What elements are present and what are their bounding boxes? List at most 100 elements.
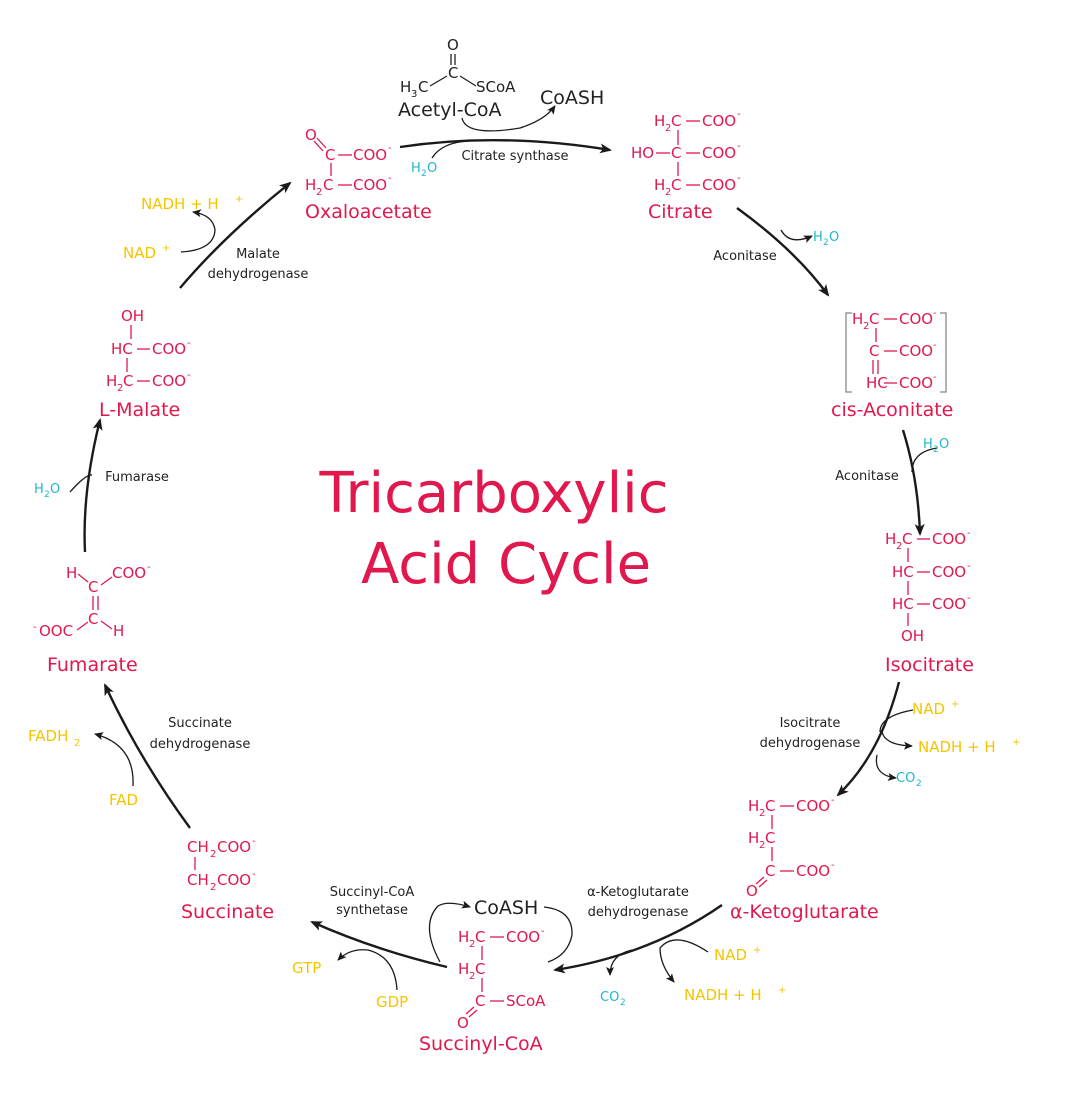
arrow-water-out xyxy=(780,229,813,243)
svg-text:HC: HC xyxy=(892,595,914,613)
svg-text:H: H xyxy=(458,928,469,946)
nadh-malate-dh: NADH + H + xyxy=(141,194,243,213)
l-malate-structure: OH HC COO - H 2 C COO - xyxy=(106,307,191,394)
arrow-coash-loop xyxy=(543,906,573,963)
svg-text:NAD: NAD xyxy=(123,244,156,262)
svg-text:COO: COO xyxy=(932,530,966,548)
svg-text:C: C xyxy=(448,64,458,82)
enzyme-isocitrate-dh-line2: dehydrogenase xyxy=(760,736,861,751)
svg-text:COO: COO xyxy=(899,374,933,392)
svg-text:2: 2 xyxy=(44,490,50,500)
svg-text:-: - xyxy=(933,340,937,351)
svg-text:SCoA: SCoA xyxy=(506,992,546,1010)
svg-text:OOC: OOC xyxy=(39,622,73,640)
arrow-malate-to-oxaloacetate xyxy=(179,181,292,289)
succinyl-coa-label: Succinyl-CoA xyxy=(419,1033,543,1055)
svg-text:CO: CO xyxy=(896,771,915,786)
svg-text:-: - xyxy=(187,370,191,381)
svg-text:O: O xyxy=(427,161,437,176)
title-line-2: Acid Cycle xyxy=(361,532,651,597)
svg-text:COO: COO xyxy=(932,595,966,613)
gtp-label: GTP xyxy=(292,959,321,977)
svg-text:+: + xyxy=(778,985,786,996)
svg-text:-: - xyxy=(967,528,971,539)
svg-text:C: C xyxy=(88,610,98,628)
svg-text:H: H xyxy=(748,829,759,847)
svg-text:CH: CH xyxy=(187,871,209,889)
nad-isocitrate-dh: NAD + xyxy=(912,699,959,718)
co2-akg-dh: CO 2 xyxy=(600,990,626,1008)
arrow-cis-aconitate-to-isocitrate xyxy=(901,429,925,536)
svg-text:C: C xyxy=(765,862,775,880)
enzyme-succinyl-coa-synthetase-line1: Succinyl-CoA xyxy=(330,885,415,900)
svg-text:+: + xyxy=(162,243,170,254)
fadh2-label: FADH 2 xyxy=(28,727,80,749)
coash-consumed: CoASH xyxy=(474,897,538,919)
svg-text:O: O xyxy=(939,437,949,452)
svg-text:C: C xyxy=(418,78,428,96)
succinyl-coa-structure: H 2 C COO - H 2 C C SCoA O xyxy=(457,926,546,1032)
svg-text:CH: CH xyxy=(187,838,209,856)
svg-text:C: C xyxy=(475,960,485,978)
svg-text:OH: OH xyxy=(901,627,924,645)
co2-isocitrate-dh: CO 2 xyxy=(896,771,922,789)
svg-text:+: + xyxy=(951,699,959,710)
svg-text:COO: COO xyxy=(506,928,540,946)
svg-text:2: 2 xyxy=(210,849,216,860)
svg-text:H: H xyxy=(458,960,469,978)
svg-text:2: 2 xyxy=(117,383,123,394)
svg-text:+: + xyxy=(235,194,243,205)
svg-text:-: - xyxy=(187,338,191,349)
enzyme-citrate-synthase: Citrate synthase xyxy=(461,149,568,164)
enzyme-aconitase-1: Aconitase xyxy=(713,249,776,264)
arrow-coash-release xyxy=(461,105,556,132)
arrow-citrate-to-cis-aconitate xyxy=(736,207,830,297)
svg-text:COO: COO xyxy=(112,564,146,582)
water-citrate-synthase: H 2 O xyxy=(411,161,437,179)
svg-text:2: 2 xyxy=(74,738,80,749)
svg-text:C: C xyxy=(671,112,681,130)
svg-text:2: 2 xyxy=(469,971,475,982)
arrow-akg-to-succinyl-coa xyxy=(553,904,723,974)
svg-text:C: C xyxy=(869,310,879,328)
svg-text:COO: COO xyxy=(702,144,736,162)
svg-text:COO: COO xyxy=(899,310,933,328)
svg-text:C: C xyxy=(671,176,681,194)
arrow-nad-nadh-3 xyxy=(180,209,216,253)
svg-text:H: H xyxy=(411,161,421,176)
svg-text:2: 2 xyxy=(316,187,322,198)
svg-text:SCoA: SCoA xyxy=(476,78,516,96)
svg-text:C: C xyxy=(902,530,912,548)
svg-text:2: 2 xyxy=(863,321,869,332)
svg-text:-: - xyxy=(933,372,937,383)
svg-text:C: C xyxy=(88,578,98,596)
enzyme-aconitase-2: Aconitase xyxy=(835,469,898,484)
svg-text:O: O xyxy=(447,36,459,54)
svg-text:C: C xyxy=(869,342,879,360)
svg-text:H: H xyxy=(654,176,665,194)
svg-text:O: O xyxy=(50,482,60,497)
svg-text:NAD: NAD xyxy=(714,946,747,964)
arrow-oxaloacetate-to-citrate xyxy=(399,138,612,154)
svg-text:COO: COO xyxy=(152,340,186,358)
svg-text:H: H xyxy=(852,310,863,328)
svg-text:COO: COO xyxy=(702,176,736,194)
enzyme-malate-dh-line1: Malate xyxy=(236,247,280,262)
nad-akg-dh: NAD + xyxy=(714,945,761,964)
svg-text:2: 2 xyxy=(896,541,902,552)
water-aconitase-out: H 2 O xyxy=(813,230,839,248)
svg-text:H: H xyxy=(885,530,896,548)
coash-released: CoASH xyxy=(540,87,604,109)
arrow-isocitrate-to-akg xyxy=(836,681,901,797)
enzyme-succinyl-coa-synthetase-line2: synthetase xyxy=(336,903,408,918)
svg-text:-: - xyxy=(388,143,392,154)
svg-text:-: - xyxy=(933,308,937,319)
arrow-nad-nadh-2 xyxy=(659,939,709,983)
svg-text:C: C xyxy=(475,928,485,946)
arrow-co2-out-1 xyxy=(875,754,897,781)
svg-text:O: O xyxy=(829,230,839,245)
svg-text:NADH + H: NADH + H xyxy=(684,986,762,1004)
succinate-label: Succinate xyxy=(181,901,274,923)
svg-text:2: 2 xyxy=(759,808,765,819)
